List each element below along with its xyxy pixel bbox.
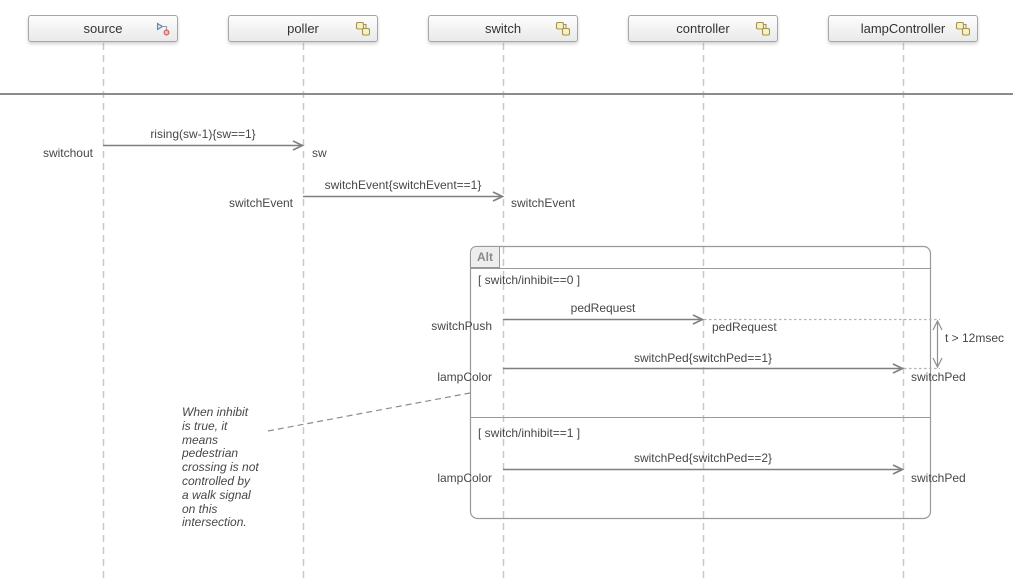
participant-label: poller bbox=[287, 21, 319, 36]
message-source-port: switchEvent bbox=[228, 196, 293, 210]
message-label[interactable]: switchEvent{switchEvent==1} bbox=[324, 178, 482, 192]
component-icon bbox=[955, 21, 971, 36]
message-target-port: switchPed bbox=[911, 471, 966, 485]
message-target-port: switchEvent bbox=[511, 196, 576, 210]
comment-line: crossing is not bbox=[182, 460, 259, 475]
participant-label: lampController bbox=[860, 21, 946, 36]
comment-note[interactable]: When inhibit is true, it means pedestria… bbox=[182, 405, 342, 530]
message-source-port: switchout bbox=[42, 146, 93, 160]
participant-lampcontroller[interactable]: lampController bbox=[828, 15, 978, 42]
time-constraint-label[interactable]: t > 12msec bbox=[945, 331, 1005, 345]
participant-label: switch bbox=[484, 21, 522, 36]
signal-source-icon bbox=[156, 22, 170, 36]
comment-line: controlled by bbox=[182, 473, 251, 488]
message-target-port: sw bbox=[312, 146, 327, 160]
message-label[interactable]: pedRequest bbox=[570, 301, 636, 315]
message-arrow-switchevent[interactable] bbox=[303, 191, 505, 202]
participant-label: controller bbox=[676, 21, 730, 36]
comment-line: pedestrian bbox=[182, 446, 239, 461]
message-source-port: switchPush bbox=[431, 319, 492, 333]
component-icon bbox=[355, 21, 371, 36]
alt-fragment-frame[interactable] bbox=[469, 245, 932, 520]
component-icon bbox=[755, 21, 771, 36]
comment-line: When inhibit bbox=[182, 405, 249, 419]
alt-guard-2[interactable]: [ switch/inhibit==1 ] bbox=[478, 426, 581, 440]
participant-poller[interactable]: poller bbox=[228, 15, 378, 42]
message-label[interactable]: rising(sw-1){sw==1} bbox=[150, 127, 256, 141]
message-arrow-pedrequest[interactable] bbox=[503, 314, 705, 325]
participant-switch[interactable]: switch bbox=[428, 15, 578, 42]
message-arrow-rising[interactable] bbox=[103, 140, 305, 151]
message-target-port: pedRequest bbox=[712, 320, 777, 334]
comment-line: a walk signal bbox=[182, 487, 251, 502]
comment-line: on this bbox=[182, 501, 218, 516]
time-constraint-arrow[interactable] bbox=[932, 319, 943, 369]
message-arrow-switchped1[interactable] bbox=[503, 363, 905, 374]
participant-controller[interactable]: controller bbox=[628, 15, 778, 42]
alt-guard-1[interactable]: [ switch/inhibit==0 ] bbox=[478, 273, 581, 287]
component-icon bbox=[555, 21, 571, 36]
message-label[interactable]: switchPed{switchPed==2} bbox=[633, 451, 773, 465]
message-arrow-switchped2[interactable] bbox=[503, 464, 905, 475]
message-target-port: switchPed bbox=[911, 370, 966, 384]
comment-connector-line bbox=[267, 392, 471, 432]
comment-line: is true, it bbox=[182, 418, 228, 433]
message-label[interactable]: switchPed{switchPed==1} bbox=[633, 351, 773, 365]
comment-line: means bbox=[182, 432, 219, 447]
alt-operator-label[interactable]: Alt bbox=[470, 246, 500, 268]
participant-label: source bbox=[83, 21, 123, 36]
comment-line: intersection. bbox=[182, 515, 247, 530]
message-source-port: lampColor bbox=[437, 370, 492, 384]
message-source-port: lampColor bbox=[437, 471, 492, 485]
participant-source[interactable]: source bbox=[28, 15, 178, 42]
